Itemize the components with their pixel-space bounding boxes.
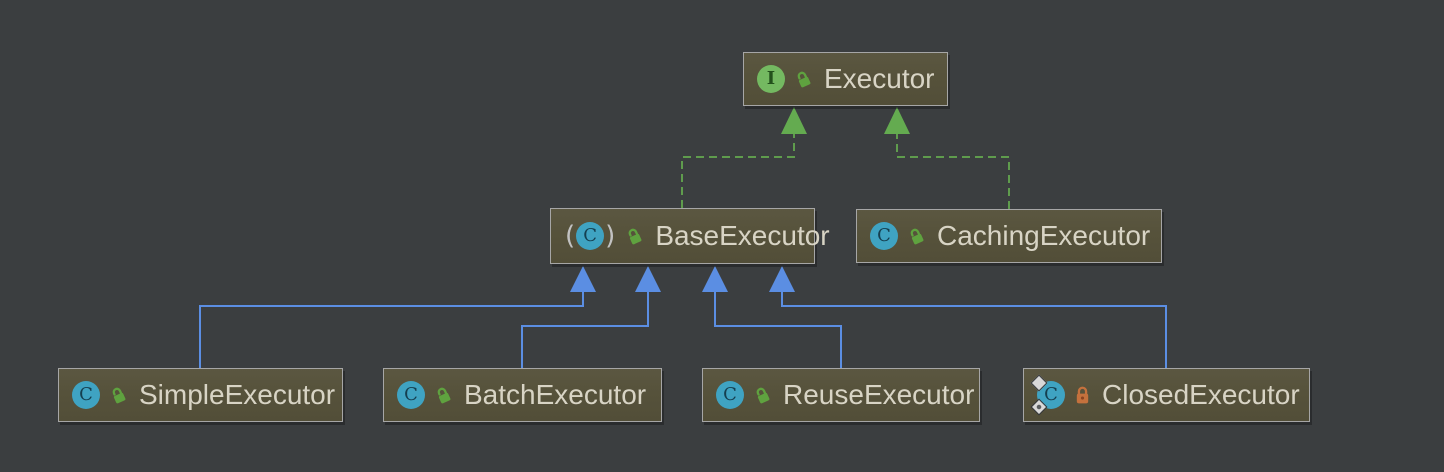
class-node-batch-executor[interactable]: C BatchExecutor: [383, 368, 662, 422]
class-circle: C: [716, 381, 744, 409]
class-node-caching-executor[interactable]: C CachingExecutor: [856, 209, 1162, 263]
abstract-class-icon: ( C ): [564, 222, 616, 250]
class-name: ReuseExecutor: [783, 379, 975, 410]
interface-circle: I: [757, 65, 785, 93]
extends-arrowhead: [570, 266, 596, 292]
extends-arrowhead: [702, 266, 728, 292]
extends-arrowhead: [635, 266, 661, 292]
class-name: Executor: [824, 63, 935, 94]
class-node-closed-executor[interactable]: C ClosedExecutor: [1023, 368, 1310, 422]
extends-edge-closedexecutor-baseexecutor: [781, 292, 1167, 368]
public-open-lock-icon: [907, 226, 926, 246]
implements-edge-cachingexecutor-executor: [896, 134, 1010, 209]
class-icon: C: [716, 381, 744, 409]
class-circle: C: [397, 381, 425, 409]
public-open-lock-icon: [753, 385, 772, 405]
public-open-lock-icon: [625, 226, 644, 246]
static-nested-class-icon: C: [1030, 374, 1065, 416]
class-name: BaseExecutor: [655, 220, 830, 251]
class-circle: C: [870, 222, 898, 250]
class-circle: C: [72, 381, 100, 409]
class-name: CachingExecutor: [937, 220, 1151, 251]
class-name: BatchExecutor: [464, 379, 647, 410]
implements-arrowhead: [884, 107, 910, 134]
extends-arrowhead: [769, 266, 795, 292]
class-name: ClosedExecutor: [1102, 379, 1300, 410]
abstract-paren-open: (: [565, 221, 576, 251]
class-name: SimpleExecutor: [139, 379, 336, 410]
extends-edge-batchexecutor-baseexecutor: [521, 292, 649, 368]
class-icon: C: [72, 381, 100, 409]
class-node-base-executor[interactable]: ( C ) BaseExecutor: [550, 208, 830, 264]
public-open-lock-icon: [434, 385, 453, 405]
abstract-paren-close: ): [605, 221, 616, 251]
public-open-lock-icon: [109, 385, 128, 405]
class-node-simple-executor[interactable]: C SimpleExecutor: [58, 368, 343, 422]
class-node-executor[interactable]: I Executor: [743, 52, 948, 106]
implements-edge-baseexecutor-executor: [681, 134, 795, 208]
class-icon: C: [397, 381, 425, 409]
extends-edge-simpleexecutor-baseexecutor: [199, 292, 584, 368]
interface-icon: I: [757, 65, 785, 93]
implements-arrowhead: [781, 107, 807, 134]
private-closed-lock-icon: [1074, 385, 1091, 405]
class-icon: C: [870, 222, 898, 250]
extends-edge-reuseexecutor-baseexecutor: [714, 292, 842, 368]
public-open-lock-icon: [794, 69, 813, 89]
class-circle: C: [576, 222, 605, 250]
class-node-reuse-executor[interactable]: C ReuseExecutor: [702, 368, 980, 422]
